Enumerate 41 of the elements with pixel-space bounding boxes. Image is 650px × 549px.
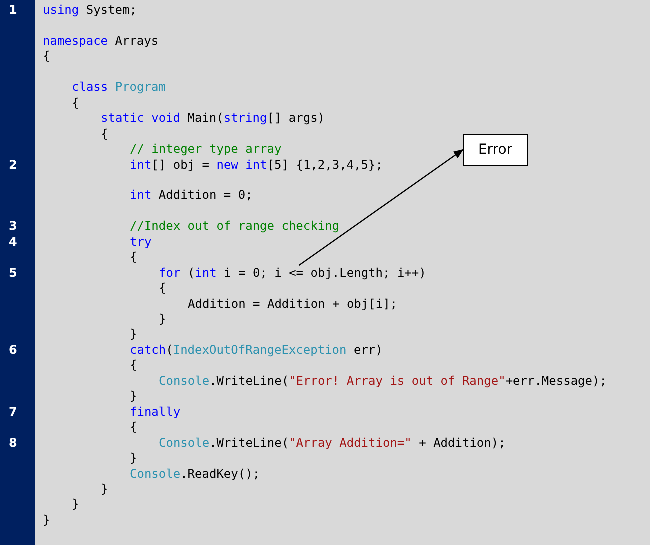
code-line: catch(IndexOutOfRangeException err) xyxy=(130,342,383,358)
code-line: Console.WriteLine("Array Addition=" + Addition); xyxy=(159,436,506,451)
code-line: { xyxy=(43,49,50,64)
code-line: } xyxy=(130,327,138,342)
code-line: } xyxy=(130,451,138,466)
code-line: } xyxy=(72,497,80,512)
callout-text: Error xyxy=(478,142,513,158)
code-line: int Addition = 0; xyxy=(130,188,253,204)
line-number: 1 xyxy=(9,3,18,18)
code-line: { xyxy=(130,420,138,436)
line-number: 7 xyxy=(9,404,18,420)
line-number: 2 xyxy=(9,158,18,172)
code-line: Console.WriteLine("Error! Array is out of Range"+err.Message); xyxy=(159,374,607,389)
code-line: for (int i = 0; i <= obj.Length; i++) xyxy=(159,266,426,281)
code-line: class Program xyxy=(72,80,166,96)
code-line: Console.ReadKey(); xyxy=(130,466,260,482)
code-line: } xyxy=(159,312,166,327)
code-line: { xyxy=(72,96,80,111)
code-line: } xyxy=(43,512,50,528)
line-number: 4 xyxy=(9,234,18,250)
code-line: } xyxy=(130,389,138,404)
code-line: // integer type array xyxy=(130,142,282,158)
code-line: { xyxy=(130,358,138,374)
callout-box xyxy=(463,134,528,166)
code-line: { xyxy=(101,126,108,142)
code-line: //Index out of range checking xyxy=(130,219,340,234)
line-number: 6 xyxy=(9,342,18,358)
code-line: int[] obj = new int[5] {1,2,3,4,5}; xyxy=(130,158,383,172)
code-line: static void Main(string[] args) xyxy=(101,111,326,126)
line-number: 3 xyxy=(9,219,18,234)
code-line: Addition = Addition + obj[i]; xyxy=(188,296,398,312)
code-line: { xyxy=(130,250,138,266)
code-line: using System; xyxy=(43,3,137,18)
line-number: 8 xyxy=(9,436,18,451)
line-number: 5 xyxy=(9,266,18,281)
code-line: } xyxy=(101,482,108,497)
code-line: finally xyxy=(130,404,181,420)
code-line: { xyxy=(159,281,166,296)
code-line: try xyxy=(130,234,152,250)
code-line: namespace Arrays xyxy=(43,34,159,49)
arrow xyxy=(298,149,464,266)
